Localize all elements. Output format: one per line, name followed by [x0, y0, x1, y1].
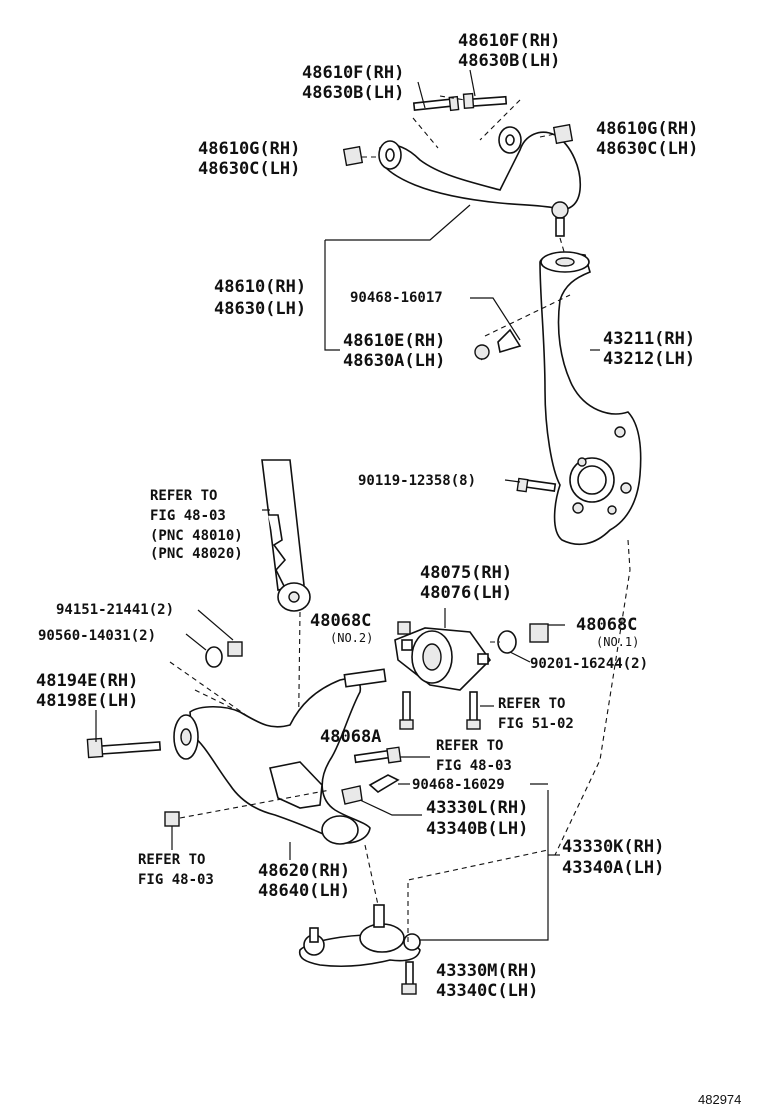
label-90119-12358: 90119-12358(8)	[358, 473, 476, 489]
label-ref1-refer-to: REFER TO	[150, 488, 217, 504]
label-48610g-rh-right: 48610G(RH)	[596, 119, 698, 139]
label-48075-rh: 48075(RH)	[420, 563, 512, 583]
label-48610f-rh-top: 48610F(RH)	[458, 31, 560, 51]
bracket-bolt-ref[interactable]	[466, 691, 481, 730]
label-ref1-pnc2: (PNC 48020)	[150, 546, 243, 562]
washer-90560[interactable]	[205, 646, 223, 668]
lower-ball-joint[interactable]	[298, 904, 421, 967]
label-48194e-rh: 48194E(RH)	[36, 671, 138, 691]
label-ref2-refer-to: REFER TO	[498, 696, 565, 712]
nut-48068c-no2[interactable]	[397, 621, 411, 635]
label-48620-rh: 48620(RH)	[258, 861, 350, 881]
label-48610g-rh-left: 48610G(RH)	[198, 139, 300, 159]
label-48610e-rh: 48610E(RH)	[343, 331, 445, 351]
label-ref1-fig: FIG 48-03	[150, 508, 226, 524]
label-48068c-no1-sub: (NO.1)	[596, 635, 639, 649]
washer-90201[interactable]	[497, 630, 517, 654]
label-ref4-refer-to: REFER TO	[138, 852, 205, 868]
steering-knuckle[interactable]	[539, 251, 642, 546]
upper-arm-nut-left[interactable]	[342, 145, 364, 167]
label-43330l-rh: 43330L(RH)	[426, 798, 528, 818]
label-48630b-lh-left: 48630B(LH)	[302, 83, 404, 103]
ball-joint-bolt-43330m[interactable]	[401, 961, 417, 995]
label-48068c-no1: 48068C	[576, 615, 637, 635]
label-ref2-fig: FIG 51-02	[498, 716, 574, 732]
label-48630a-lh: 48630A(LH)	[343, 351, 445, 371]
upper-arm-bolt-left[interactable]	[412, 95, 460, 112]
label-48068c-no2-sub: (NO.2)	[330, 631, 373, 645]
label-43340a-lh: 43340A(LH)	[562, 858, 664, 878]
label-43212-lh: 43212(LH)	[603, 349, 695, 369]
label-48630c-lh-right: 48630C(LH)	[596, 139, 698, 159]
label-48640-lh: 48640(LH)	[258, 881, 350, 901]
lower-arm-bolt-48194e[interactable]	[86, 737, 162, 759]
lower-arm-nut-ref[interactable]	[164, 811, 180, 827]
label-90560-14031: 90560-14031(2)	[38, 628, 156, 644]
label-43330m-rh: 43330M(RH)	[436, 961, 538, 981]
label-48068a: 48068A	[320, 727, 381, 747]
upper-arm-nut-right[interactable]	[552, 123, 574, 145]
label-90468-16017: 90468-16017	[350, 290, 443, 306]
label-90201-16244: 90201-16244(2)	[530, 656, 648, 672]
knuckle-clip[interactable]	[474, 328, 522, 360]
label-48610-rh: 48610(RH)	[214, 277, 306, 297]
nut-94151[interactable]	[227, 641, 243, 657]
lower-arm-bushing-bracket[interactable]	[394, 627, 492, 691]
diagram-id: 482974	[698, 1092, 741, 1107]
label-ref3-fig: FIG 48-03	[436, 758, 512, 774]
knuckle-bolt[interactable]	[516, 477, 557, 493]
upper-arm-bolt-right[interactable]	[462, 92, 508, 110]
label-43330k-rh: 43330K(RH)	[562, 837, 664, 857]
label-94151-21441: 94151-21441(2)	[56, 602, 174, 618]
label-43211-rh: 43211(RH)	[603, 329, 695, 349]
label-90468-16029: 90468-16029	[412, 777, 505, 793]
label-ref4-fig: FIG 48-03	[138, 872, 214, 888]
label-48630-lh: 48630(LH)	[214, 299, 306, 319]
label-ref3-refer-to: REFER TO	[436, 738, 503, 754]
shock-absorber[interactable]	[261, 459, 311, 612]
ball-joint-43330l[interactable]	[341, 785, 363, 805]
arm-bolt-ref[interactable]	[353, 746, 402, 764]
label-ref1-pnc1: (PNC 48010)	[150, 528, 243, 544]
label-48068c-no2: 48068C	[310, 611, 371, 631]
clip-90468-16029[interactable]	[368, 774, 400, 793]
lower-control-arm[interactable]	[173, 668, 387, 845]
nut-48068c-no1[interactable]	[529, 623, 549, 643]
label-48076-lh: 48076(LH)	[420, 583, 512, 603]
label-43340b-lh: 43340B(LH)	[426, 819, 528, 839]
label-48198e-lh: 48198E(LH)	[36, 691, 138, 711]
upper-control-arm[interactable]	[378, 126, 582, 237]
bracket-bolt-48068a[interactable]	[399, 691, 414, 730]
label-48630b-lh-top: 48630B(LH)	[458, 51, 560, 71]
label-48610f-rh-left: 48610F(RH)	[302, 63, 404, 83]
label-43340c-lh: 43340C(LH)	[436, 981, 538, 1001]
label-48630c-lh-left: 48630C(LH)	[198, 159, 300, 179]
